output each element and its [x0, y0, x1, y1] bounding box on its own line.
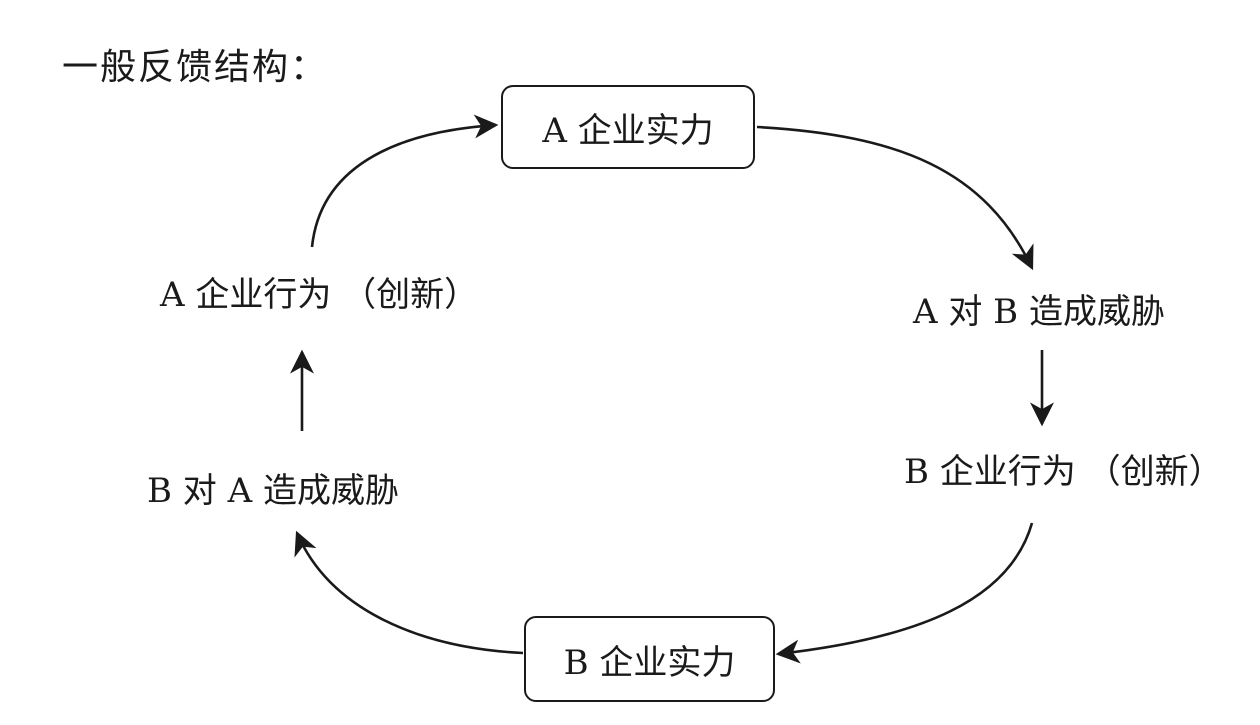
edge-a-strength-to-a-threat	[756, 125, 1034, 271]
node-b-threat-to-a: B 对 A 造成威胁	[147, 471, 399, 511]
node-b-strength: B 企业实力	[524, 616, 775, 702]
node-a-strength: A 企业实力	[501, 85, 755, 169]
node-b-strength-label: B 企业实力	[563, 642, 736, 683]
node-a-strength-label: A 企业实力	[542, 110, 714, 151]
node-b-behavior: B 企业行为 （创新）	[904, 452, 1223, 492]
diagram-title: 一般反馈结构：	[62, 47, 329, 88]
node-a-behavior: A 企业行为 （创新）	[160, 275, 479, 315]
node-a-threat-to-b: A 对 B 造成威胁	[913, 292, 1165, 332]
edge-b-strength-to-b-threat	[294, 530, 524, 655]
edge-b-behavior-to-b-strength	[775, 522, 1034, 664]
edge-a-behavior-to-a-strength	[310, 114, 499, 248]
